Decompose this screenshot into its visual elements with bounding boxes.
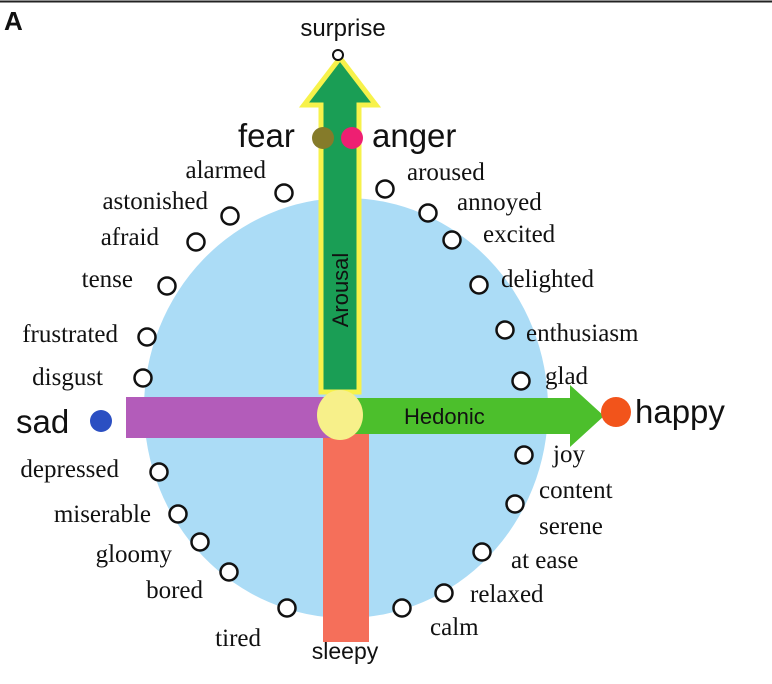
emotion-label: calm	[430, 614, 479, 641]
pole-label-right: happy	[635, 393, 725, 430]
emotion-label: gloomy	[96, 541, 173, 568]
emotion-label: tense	[82, 266, 133, 293]
emotion-marker	[157, 276, 177, 296]
hedonic-arrow-head	[570, 385, 604, 447]
emotion-marker	[505, 494, 525, 514]
pole-label-top: surprise	[300, 15, 385, 42]
sad-bar	[126, 397, 342, 438]
emotion-marker	[274, 183, 294, 203]
emotion-marker	[137, 327, 157, 347]
emotion-label: joy	[552, 441, 585, 468]
emotion-label: astonished	[102, 188, 208, 215]
emotion-marker	[133, 368, 153, 388]
emotion-marker	[219, 562, 239, 582]
emotion-marker	[190, 532, 210, 552]
emotion-label: afraid	[101, 224, 160, 251]
sad-dot	[90, 410, 112, 432]
panel-label: A	[4, 6, 23, 36]
hedonic-axis-label: Hedonic	[404, 404, 485, 429]
happy-dot	[601, 397, 631, 427]
emotion-marker	[168, 504, 188, 524]
fear-label: fear	[238, 117, 295, 154]
emotion-marker	[277, 598, 297, 618]
emotion-label: serene	[539, 513, 603, 540]
emotion-label: enthusiasm	[526, 320, 639, 347]
emotion-label: frustrated	[22, 321, 118, 348]
emotion-marker	[149, 462, 169, 482]
emotion-marker	[375, 179, 395, 199]
emotion-marker	[495, 320, 515, 340]
fear-dot	[312, 127, 334, 149]
emotion-label: glad	[545, 363, 589, 390]
emotion-marker	[511, 371, 531, 391]
anger-label: anger	[372, 117, 456, 154]
emotion-marker	[469, 275, 489, 295]
pole-label-bottom: sleepy	[312, 638, 379, 664]
emotion-label: alarmed	[185, 157, 266, 184]
sleepy-bar	[323, 432, 369, 642]
emotion-label: at ease	[511, 547, 578, 574]
emotion-label: excited	[483, 221, 556, 248]
emotion-marker	[392, 598, 412, 618]
emotion-marker	[418, 203, 438, 223]
emotion-label: aroused	[407, 159, 485, 186]
arousal-axis-label: Arousal	[328, 253, 353, 328]
center-point	[317, 390, 363, 440]
emotion-marker	[186, 232, 206, 252]
pole-label-left: sad	[16, 403, 69, 440]
emotion-label: bored	[146, 577, 203, 604]
emotion-marker	[442, 230, 462, 250]
emotion-label: delighted	[501, 266, 595, 293]
emotion-label: annoyed	[457, 189, 542, 216]
surprise-marker	[332, 49, 344, 61]
emotion-label: miserable	[54, 501, 151, 528]
emotion-marker	[220, 206, 240, 226]
hedonic-arrow-shaft	[354, 398, 572, 434]
emotion-marker	[472, 542, 492, 562]
emotion-marker	[434, 583, 454, 603]
emotion-label: disgust	[32, 364, 103, 391]
emotion-label: content	[539, 477, 613, 504]
emotion-label: relaxed	[470, 581, 544, 608]
emotion-label: depressed	[20, 456, 119, 483]
emotion-marker	[514, 445, 534, 465]
anger-dot	[341, 127, 363, 149]
emotion-label: tired	[215, 625, 261, 652]
